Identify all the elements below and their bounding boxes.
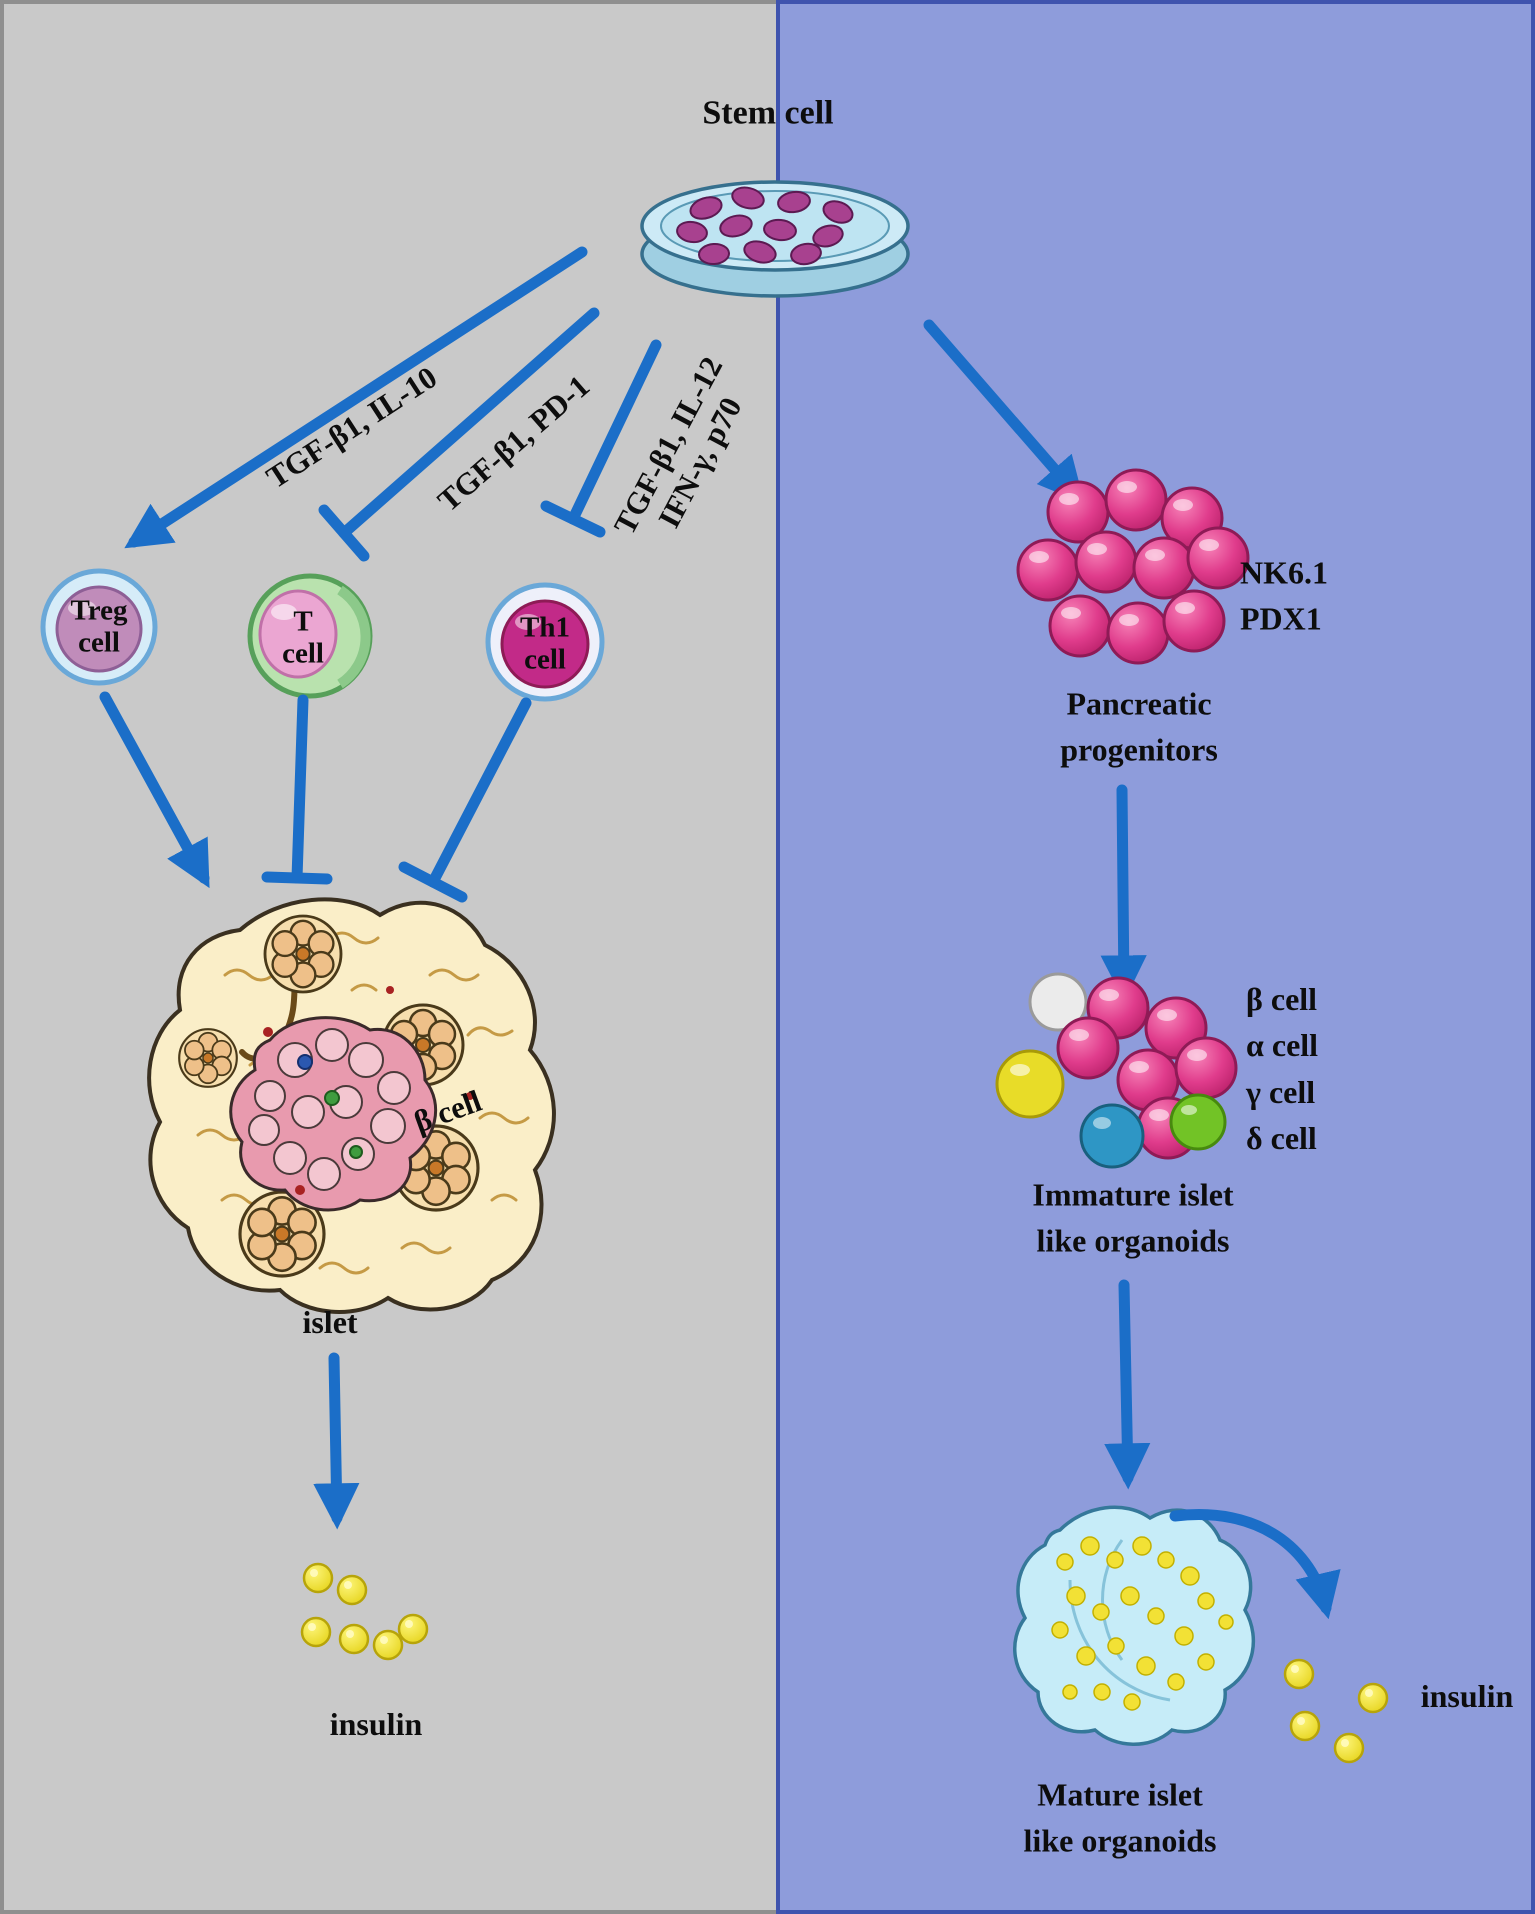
alpha-cell-type: α cell	[1246, 1027, 1319, 1064]
immature-organoids-label: Immature islet like organoids	[1032, 1172, 1233, 1265]
beta-cell-type: β cell	[1246, 981, 1318, 1018]
beta-cell-cluster	[229, 1016, 438, 1212]
treg-cell-label-line1: Treg	[70, 594, 128, 627]
pancreatic-progenitors-label: Pancreatic progenitors	[1060, 681, 1218, 774]
t-cell-label-line2: cell	[282, 638, 324, 670]
th1-cell-label-line1: Th1	[520, 611, 570, 644]
mature-organoid-illustration	[1012, 1505, 1256, 1746]
treg-cell-illustration	[40, 568, 158, 686]
arrow-mature-to-insulin	[1169, 1509, 1341, 1620]
pancreatic-progenitors-line2: progenitors	[1060, 732, 1218, 768]
arrow-islet-to-insulin	[313, 1352, 360, 1530]
nk6-label: NK6.1	[1240, 554, 1328, 591]
delta-cell-ball	[1028, 972, 1088, 1032]
delta-cell-type: δ cell	[1246, 1120, 1317, 1157]
t-cell-label-line1: T	[293, 605, 313, 638]
tbar-th1-to-islet	[398, 861, 468, 903]
stem-cell-label: Stem cell	[702, 88, 833, 137]
islet-red-dots	[263, 986, 474, 1195]
tbar-dish-to-th1	[540, 500, 606, 538]
tbar-dish-to-tcell	[318, 504, 370, 562]
insulin-right-label: insulin	[1421, 1673, 1514, 1719]
arrow-tcell-to-islet	[291, 694, 309, 884]
arrow-dish-to-tcell	[338, 307, 600, 539]
stem-cells-in-dish	[676, 186, 854, 266]
progenitor-markers-label: NK6.1 PDX1	[1240, 550, 1328, 643]
immature-organoid-cluster	[995, 972, 1238, 1169]
acinar-cluster	[178, 1028, 238, 1088]
treg-cell-label-line2: cell	[78, 627, 120, 659]
insulin-dots-left	[300, 1562, 429, 1661]
islet-illustration	[147, 897, 556, 1314]
mature-organoids-line2: like organoids	[1023, 1823, 1217, 1859]
organoid-cell-types-label: β cell α cell γ cell δ cell	[1246, 976, 1318, 1162]
green-cell-ball	[1169, 1093, 1227, 1151]
arrow-dish-to-treg	[124, 246, 588, 549]
immature-organoids-line1: Immature islet	[1032, 1176, 1234, 1213]
gamma-cell-type: γ cell	[1246, 1074, 1316, 1110]
t-cell-label: T cell	[282, 606, 324, 671]
stem-cell-label-text: Stem cell	[702, 94, 834, 132]
th1-cell-label-line2: cell	[524, 644, 566, 676]
immature-organoids-line2: like organoids	[1036, 1223, 1230, 1259]
mature-organoids-label: Mature islet like organoids	[1024, 1772, 1217, 1865]
insulin-left-label: insulin	[330, 1701, 423, 1747]
gamma-cell-ball	[1079, 1103, 1145, 1169]
pancreatic-progenitors-line1: Pancreatic	[1066, 685, 1212, 722]
arrow-th1-to-islet	[427, 697, 532, 888]
arrow-dish-to-progenitors	[923, 319, 1085, 504]
islet-label-text: islet	[302, 1303, 358, 1340]
pdx1-label: PDX1	[1240, 601, 1322, 637]
insulin-right-label-text: insulin	[1420, 1677, 1514, 1714]
islet-label: islet	[302, 1299, 357, 1345]
pancreatic-progenitors-cluster	[1016, 468, 1250, 665]
insulin-dots-right	[1283, 1658, 1389, 1764]
arrow-treg-to-islet	[99, 691, 210, 889]
th1-cell-illustration	[485, 582, 605, 702]
treg-cell-label: Treg cell	[71, 595, 128, 660]
arrow-progenitors-to-immature	[1100, 784, 1147, 1002]
acinar-cluster	[263, 914, 343, 994]
arrow-dish-to-th1	[567, 339, 662, 525]
islet-texture-squiggles	[196, 931, 530, 1275]
mature-organoid-insulin-granules	[1051, 1536, 1234, 1711]
t-cell-illustration	[247, 573, 373, 699]
alpha-cell-ball	[995, 1049, 1065, 1119]
th1-cell-label: Th1 cell	[520, 612, 570, 677]
arrow-immature-to-mature	[1104, 1279, 1151, 1490]
mature-organoids-line1: Mature islet	[1037, 1776, 1203, 1813]
tbar-tcell-to-islet	[261, 871, 333, 885]
insulin-left-label-text: insulin	[329, 1705, 423, 1742]
